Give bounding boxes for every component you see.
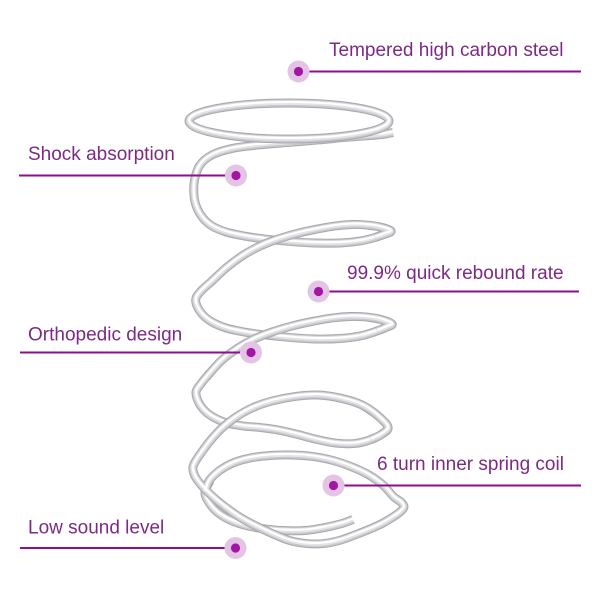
svg-text:6 turn inner spring coil: 6 turn inner spring coil bbox=[377, 454, 564, 475]
svg-text:99.9% quick rebound rate: 99.9% quick rebound rate bbox=[347, 263, 564, 284]
svg-text:Orthopedic design: Orthopedic design bbox=[28, 325, 182, 346]
svg-text:Shock absorption: Shock absorption bbox=[28, 144, 175, 165]
svg-text:Tempered high carbon steel: Tempered high carbon steel bbox=[329, 40, 563, 61]
svg-text:Low sound level: Low sound level bbox=[28, 518, 164, 539]
